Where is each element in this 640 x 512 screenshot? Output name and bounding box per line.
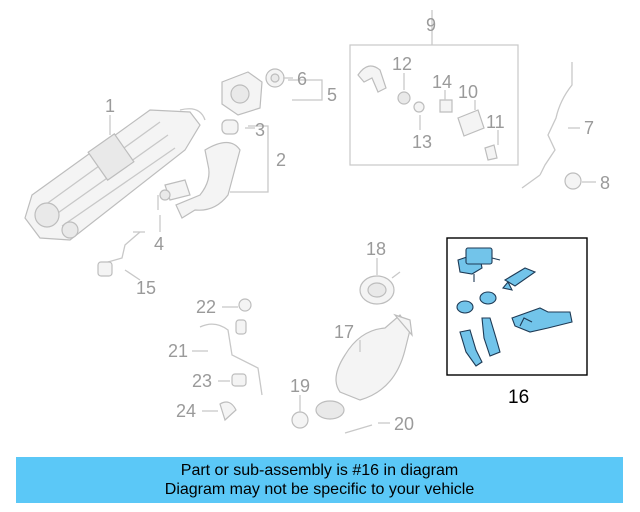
callout-13: 13	[412, 132, 432, 152]
callout-17: 17	[334, 322, 354, 342]
banner-line-1: Part or sub-assembly is #16 in diagram	[180, 462, 459, 479]
part-1-egr-cooler	[24, 108, 206, 241]
part-18	[359, 271, 401, 305]
part-21-24	[199, 298, 263, 422]
part-2-tube	[159, 141, 241, 219]
part-7-8	[521, 62, 582, 190]
part-17-dpf	[291, 313, 413, 429]
part-9-contents	[357, 10, 498, 161]
callout-5: 5	[327, 85, 337, 105]
callout-3: 3	[255, 120, 265, 140]
callout-14: 14	[432, 72, 452, 92]
callout-12: 12	[392, 54, 412, 74]
callout-18: 18	[366, 239, 386, 259]
callout-24: 24	[176, 401, 196, 421]
part-9-group-box	[349, 44, 519, 166]
callout-11: 11	[486, 112, 505, 132]
callout-19: 19	[290, 376, 310, 396]
callout-10: 10	[458, 82, 478, 102]
callout-7: 7	[584, 118, 594, 138]
callout-20: 20	[394, 414, 414, 434]
callout-15: 15	[136, 278, 156, 298]
parts-diagram: 1 2 3 4 5 6 7 8 9 10 11 12 13 14 15 16 1…	[24, 10, 610, 434]
part-4-15	[97, 195, 159, 277]
callout-2: 2	[276, 150, 286, 170]
part-16-sensor-assembly	[456, 247, 573, 367]
callout-8: 8	[600, 173, 610, 193]
banner-line-2: Diagram may not be specific to your vehi…	[164, 481, 475, 498]
callout-23: 23	[192, 371, 212, 391]
info-banner: Part or sub-assembly is #16 in diagram D…	[16, 457, 623, 503]
part-20-bolt	[344, 424, 373, 434]
callout-4: 4	[154, 234, 164, 254]
callout-6: 6	[297, 69, 307, 89]
leader-lines	[109, 73, 596, 424]
callout-21: 21	[168, 341, 188, 361]
callout-16: 16	[508, 387, 529, 408]
callout-22: 22	[196, 297, 216, 317]
callout-9: 9	[426, 15, 436, 35]
part-5-6-flange	[221, 68, 285, 135]
callout-1: 1	[105, 96, 115, 116]
